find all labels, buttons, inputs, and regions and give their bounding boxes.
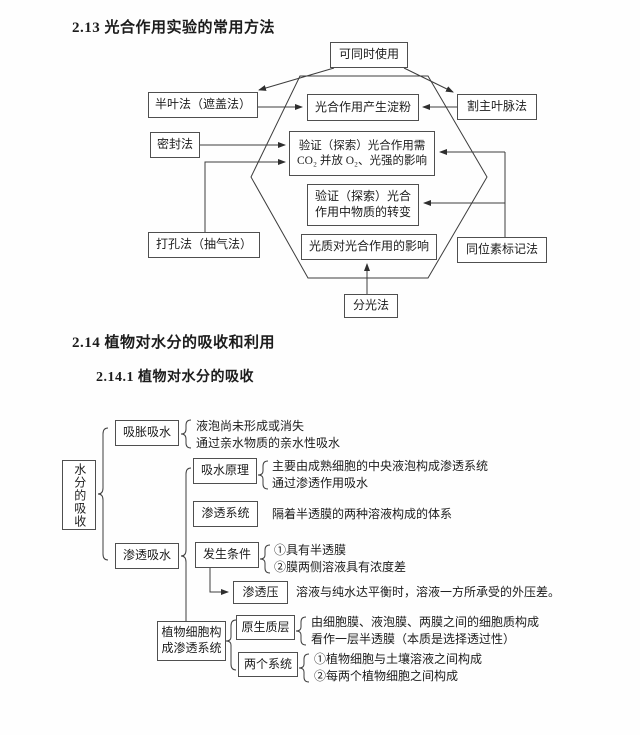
arrow-punch-to-verify-co2	[204, 159, 286, 232]
section-2-13-title: 2.13 光合作用实验的常用方法	[72, 20, 276, 36]
box-starch-label: 光合作用产生淀粉	[314, 99, 411, 114]
box-occurrence-conditions: 发生条件	[195, 542, 259, 568]
imbibition-note-1: 液泡尚未形成或消失	[196, 419, 305, 433]
box-seal-label: 密封法	[156, 137, 193, 152]
two-systems-note-1: ①植物细胞与土壤溶液之间构成	[314, 652, 483, 666]
imbibition-note-2: 通过亲水物质的亲水性吸水	[196, 436, 341, 450]
box-isotope-labeling: 同位素标记法	[457, 237, 547, 263]
brace-principle	[257, 460, 269, 490]
box-isotope-label: 同位素标记法	[465, 242, 538, 257]
box-verify-co2-line1: 验证（探索）光合作用需	[298, 139, 426, 152]
box-half-leaf-method: 半叶法（遮盖法）	[148, 92, 258, 118]
box-absorption-principle: 吸水原理	[193, 458, 257, 484]
box-plant-cell-system-line2: 成渗透系统	[161, 641, 222, 655]
box-cut-main-vein: 割主叶脉法	[457, 94, 537, 120]
box-osmotic-system: 渗透系统	[193, 501, 258, 527]
two-systems-note-2: ②每两个植物细胞之间构成	[314, 669, 459, 683]
brace-root	[97, 427, 109, 561]
arrow-simultaneous-to-half-leaf	[258, 67, 335, 91]
box-osmotic-pressure: 渗透压	[233, 581, 288, 604]
protoplast-note-1: 由细胞膜、液泡膜、两膜之间的细胞质构成	[311, 615, 540, 629]
box-imbibition-label: 吸胀吸水	[122, 425, 171, 440]
box-verify-transform-line1: 验证（探索）光合	[314, 189, 411, 204]
box-protoplast-layer: 原生质层	[236, 615, 295, 640]
box-osmotic-absorption-label: 渗透吸水	[122, 548, 171, 563]
box-osmotic-pressure-label: 渗透压	[242, 584, 279, 599]
arrow-simultaneous-to-cut-vein	[403, 67, 454, 93]
box-water-absorption-label: 水分的吸收	[72, 462, 87, 528]
protoplast-note-2: 看作一层半透膜（本质是选择透过性）	[311, 632, 516, 646]
box-punch-method: 打孔法（抽气法）	[148, 232, 260, 258]
box-imbibition: 吸胀吸水	[115, 420, 179, 446]
box-plant-cell-system-line1: 植物细胞构	[161, 625, 222, 640]
principle-note-1: 主要由成熟细胞的中央液泡构成渗透系统	[272, 459, 489, 473]
brace-two-systems	[298, 653, 310, 683]
condition-note-2: ②膜两侧溶液具有浓度差	[274, 560, 407, 574]
osmotic-pressure-note: 溶液与纯水达平衡时，溶液一方所承受的外压差。	[296, 585, 561, 599]
section-2-14-title: 2.14 植物对水分的吸收和利用	[72, 335, 276, 351]
box-osmotic-absorption: 渗透吸水	[115, 543, 179, 569]
box-simultaneous-use-label: 可同时使用	[338, 47, 399, 62]
brace-cell-system	[225, 619, 237, 671]
box-simultaneous-use: 可同时使用	[330, 42, 408, 68]
box-verify-transform-line2: 作用中物质的转变	[314, 205, 411, 219]
arrow-conditions-to-pressure	[209, 568, 229, 595]
brace-swell	[180, 419, 192, 449]
osmotic-system-note: 隔着半透膜的两种溶液构成的体系	[272, 507, 453, 521]
box-plant-cell-system: 植物细胞构 成渗透系统	[157, 621, 226, 661]
box-occurrence-conditions-label: 发生条件	[202, 547, 251, 562]
box-absorption-principle-label: 吸水原理	[200, 463, 249, 478]
box-verify-transform: 验证（探索）光合 作用中物质的转变	[307, 184, 419, 226]
box-two-systems: 两个系统	[238, 652, 298, 677]
box-starch-produced: 光合作用产生淀粉	[307, 94, 419, 121]
brace-protoplast	[295, 616, 307, 646]
box-cut-main-vein-label: 割主叶脉法	[466, 99, 527, 114]
principle-note-2: 通过渗透作用吸水	[272, 476, 369, 490]
box-half-leaf-label: 半叶法（遮盖法）	[154, 97, 251, 112]
box-protoplast-layer-label: 原生质层	[241, 619, 290, 634]
box-light-quality: 光质对光合作用的影响	[301, 234, 437, 260]
box-seal-method: 密封法	[150, 132, 200, 158]
box-water-absorption-root: 水分的吸收	[62, 460, 96, 530]
box-osmotic-system-label: 渗透系统	[201, 506, 250, 521]
box-two-systems-label: 两个系统	[243, 656, 292, 671]
condition-note-1: ①具有半透膜	[274, 543, 347, 557]
box-spectral-label: 分光法	[352, 298, 389, 313]
section-2-14-1-subtitle: 2.14.1 植物对水分的吸收	[96, 370, 254, 385]
box-spectral-method: 分光法	[344, 294, 398, 318]
box-light-quality-label: 光质对光合作用的影响	[308, 239, 429, 254]
box-verify-co2-line2: CO₂ 并放 O₂、光强的影响	[296, 154, 428, 167]
box-punch-label: 打孔法（抽气法）	[155, 237, 252, 252]
box-verify-co2: 验证（探索）光合作用需 CO₂ 并放 O₂、光强的影响	[289, 131, 435, 176]
brace-conditions	[259, 544, 271, 574]
